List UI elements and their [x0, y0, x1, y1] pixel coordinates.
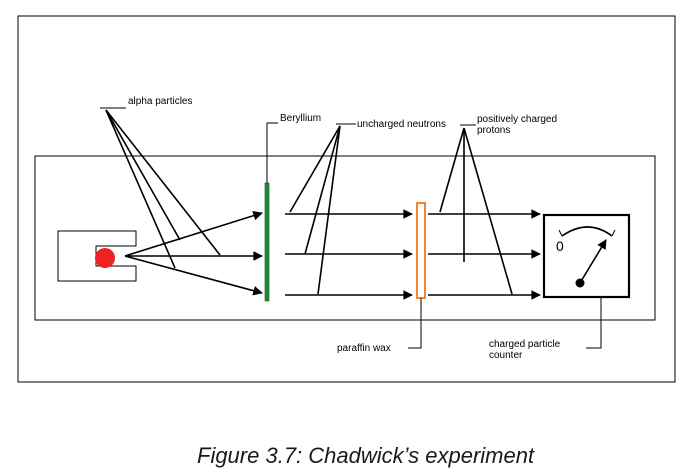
protons-label: protons	[477, 125, 510, 136]
meter-needle	[579, 239, 607, 284]
alpha-ray-upper	[124, 211, 263, 257]
alpha-source-icon	[95, 248, 115, 268]
meter-scale-arc	[561, 226, 613, 237]
alpha-ray-lower	[124, 255, 263, 296]
alpha-pointer-1	[105, 109, 181, 241]
alpha-pointer-2	[105, 109, 221, 256]
neutron-pointer-2	[304, 125, 341, 255]
source-holder	[57, 230, 137, 282]
beryllium-pointer	[266, 122, 278, 183]
figure-caption: Figure 3.7: Chadwick’s experiment	[197, 443, 535, 468]
alpha-particles-label: alpha particles	[128, 96, 192, 107]
paraffin-pointer	[408, 298, 422, 349]
positively-charged-label: positively charged	[477, 114, 557, 125]
counter-pointer	[586, 297, 602, 349]
outer-frame	[17, 15, 676, 383]
paraffin-wax-label: paraffin wax	[337, 343, 391, 354]
counter-label-line2: counter	[489, 350, 523, 361]
meter-zero-label: 0	[556, 238, 564, 254]
counter-meter-icon	[542, 213, 631, 299]
apparatus-chamber	[34, 155, 656, 321]
proton-pointer-3	[463, 127, 513, 295]
alpha-pointer-3	[105, 109, 176, 269]
meter-tick-right	[611, 229, 616, 237]
neutron-pointer-1	[289, 125, 341, 213]
uncharged-neutrons-label: uncharged neutrons	[357, 119, 446, 130]
beryllium-plate	[264, 182, 270, 302]
counter-label-line1: charged particle	[489, 339, 561, 350]
paraffin-wax-block	[416, 202, 426, 299]
meter-tick-left	[558, 229, 563, 237]
proton-pointer-1	[439, 127, 465, 213]
neutron-pointer-3	[317, 125, 341, 295]
meter-pivot	[575, 278, 585, 288]
beryllium-label: Beryllium	[280, 113, 321, 124]
